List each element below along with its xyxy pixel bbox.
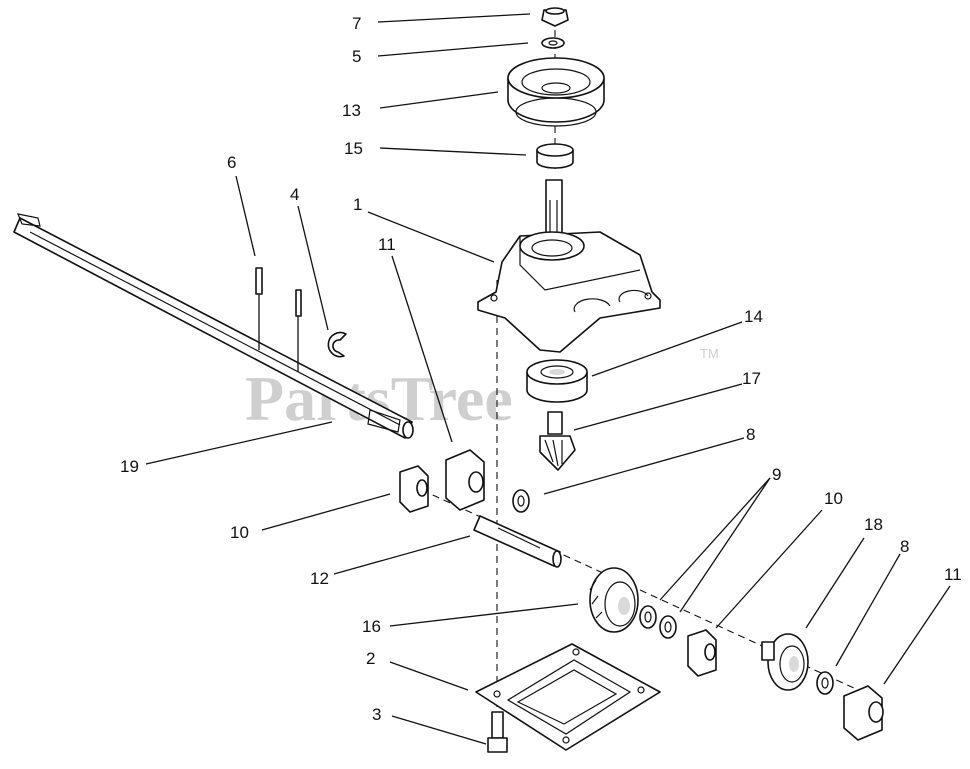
callout-9: 9 <box>772 465 781 484</box>
part-11-bushing-right[interactable] <box>843 685 884 741</box>
input-shaft <box>545 179 563 241</box>
callout-17: 17 <box>742 369 761 388</box>
part-8-washer-upper[interactable] <box>512 489 530 513</box>
callout-14: 14 <box>744 307 763 326</box>
part-13-pulley[interactable] <box>507 57 605 127</box>
callout-5: 5 <box>352 47 361 66</box>
callout-11-lower: 11 <box>944 565 962 584</box>
part-12-shaft[interactable] <box>473 515 562 568</box>
callout-8-upper: 8 <box>746 425 755 444</box>
part-9-washer-a[interactable] <box>639 605 657 629</box>
callout-13: 13 <box>342 101 361 120</box>
callout-19: 19 <box>120 457 139 476</box>
part-9-washer-b[interactable] <box>659 615 677 639</box>
part-11-bushing-left[interactable] <box>445 449 485 511</box>
part-3-bolt[interactable] <box>487 711 508 753</box>
callout-4: 4 <box>290 185 299 204</box>
part-19-axle[interactable] <box>13 213 414 439</box>
part-1-housing[interactable] <box>477 231 661 353</box>
callout-16: 16 <box>362 617 381 636</box>
callout-6: 6 <box>227 153 236 172</box>
part-4-clip[interactable] <box>327 331 347 358</box>
callout-8-lower: 8 <box>900 537 909 556</box>
part-14-bearing[interactable] <box>526 359 588 403</box>
callout-10-left: 10 <box>230 523 249 542</box>
part-4-pin[interactable] <box>295 289 302 372</box>
part-15-spacer[interactable] <box>536 143 574 169</box>
callout-7: 7 <box>352 14 361 33</box>
callout-3: 3 <box>372 705 381 724</box>
part-5-washer[interactable] <box>541 37 565 49</box>
part-2-cover[interactable] <box>475 643 661 751</box>
callout-1: 1 <box>353 195 362 214</box>
watermark-trademark: TM <box>700 346 719 361</box>
part-17-pinion[interactable] <box>539 411 576 471</box>
part-16-gear[interactable] <box>589 567 639 633</box>
callout-18: 18 <box>864 515 883 534</box>
callout-15: 15 <box>344 139 363 158</box>
callout-labels: 7 5 13 15 6 4 1 11 14 17 8 19 9 10 10 18… <box>120 14 962 724</box>
part-10-bushing-left[interactable] <box>399 465 429 513</box>
part-7-nut[interactable] <box>541 7 569 27</box>
part-6-pin[interactable] <box>255 267 263 350</box>
callout-10-right: 10 <box>824 489 843 508</box>
part-8-washer-lower[interactable] <box>816 671 834 695</box>
callout-11-upper: 11 <box>378 235 396 254</box>
leader-lines <box>145 13 951 745</box>
part-10-bushing-right[interactable] <box>687 629 717 677</box>
callout-2: 2 <box>366 649 375 668</box>
callout-12: 12 <box>310 569 329 588</box>
part-18-gear[interactable] <box>761 633 809 691</box>
